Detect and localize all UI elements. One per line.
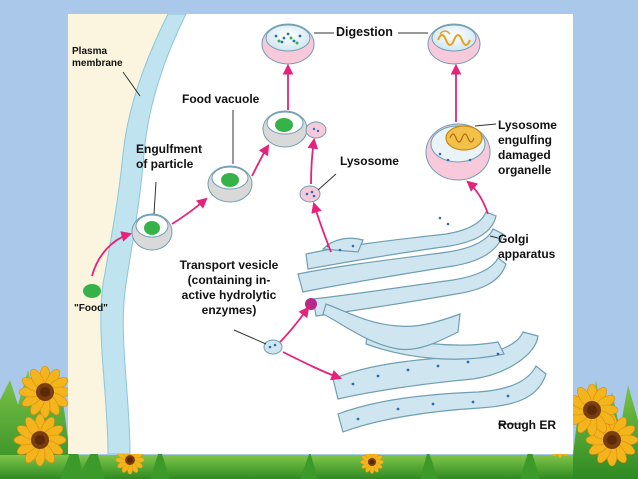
- lysosome-label: Lysosome: [340, 154, 399, 168]
- ribosome-dots: [351, 352, 510, 421]
- organelle-digestion-vacuole: [427, 23, 481, 65]
- food-particle: [83, 284, 101, 298]
- transport-vesicle: [263, 339, 283, 355]
- rough-er: [332, 328, 547, 433]
- engulfing-vesicle: [131, 213, 173, 251]
- food-vacuole-early: [207, 165, 253, 203]
- rough-er-label: Rough ER: [498, 418, 556, 432]
- lysosome: [299, 185, 321, 203]
- diagram-figure: Plasma membrane Digestion Food vacuole E…: [68, 14, 573, 454]
- food-label: "Food": [74, 303, 108, 314]
- lysosome-engulfing-organelle: [425, 123, 491, 181]
- engulfment-label: Engulfment of particle: [136, 142, 202, 171]
- digestion-vacuole: [261, 23, 315, 65]
- lysosome-engulfing-label: Lysosome engulfing damaged organelle: [498, 118, 557, 177]
- food-vacuole: [262, 110, 327, 148]
- transport-vesicle-label: Transport vesicle (containing in- active…: [179, 258, 279, 317]
- digestion-label: Digestion: [336, 25, 393, 39]
- plasma-membrane: [100, 14, 187, 454]
- golgi-label: Golgi apparatus: [498, 232, 556, 261]
- arrow-icon: [91, 63, 489, 381]
- golgi-apparatus: [297, 211, 507, 351]
- food-vacuole-label: Food vacuole: [182, 92, 260, 106]
- plasma-membrane-label: Plasma membrane: [72, 46, 123, 69]
- cell-diagram: [83, 14, 573, 454]
